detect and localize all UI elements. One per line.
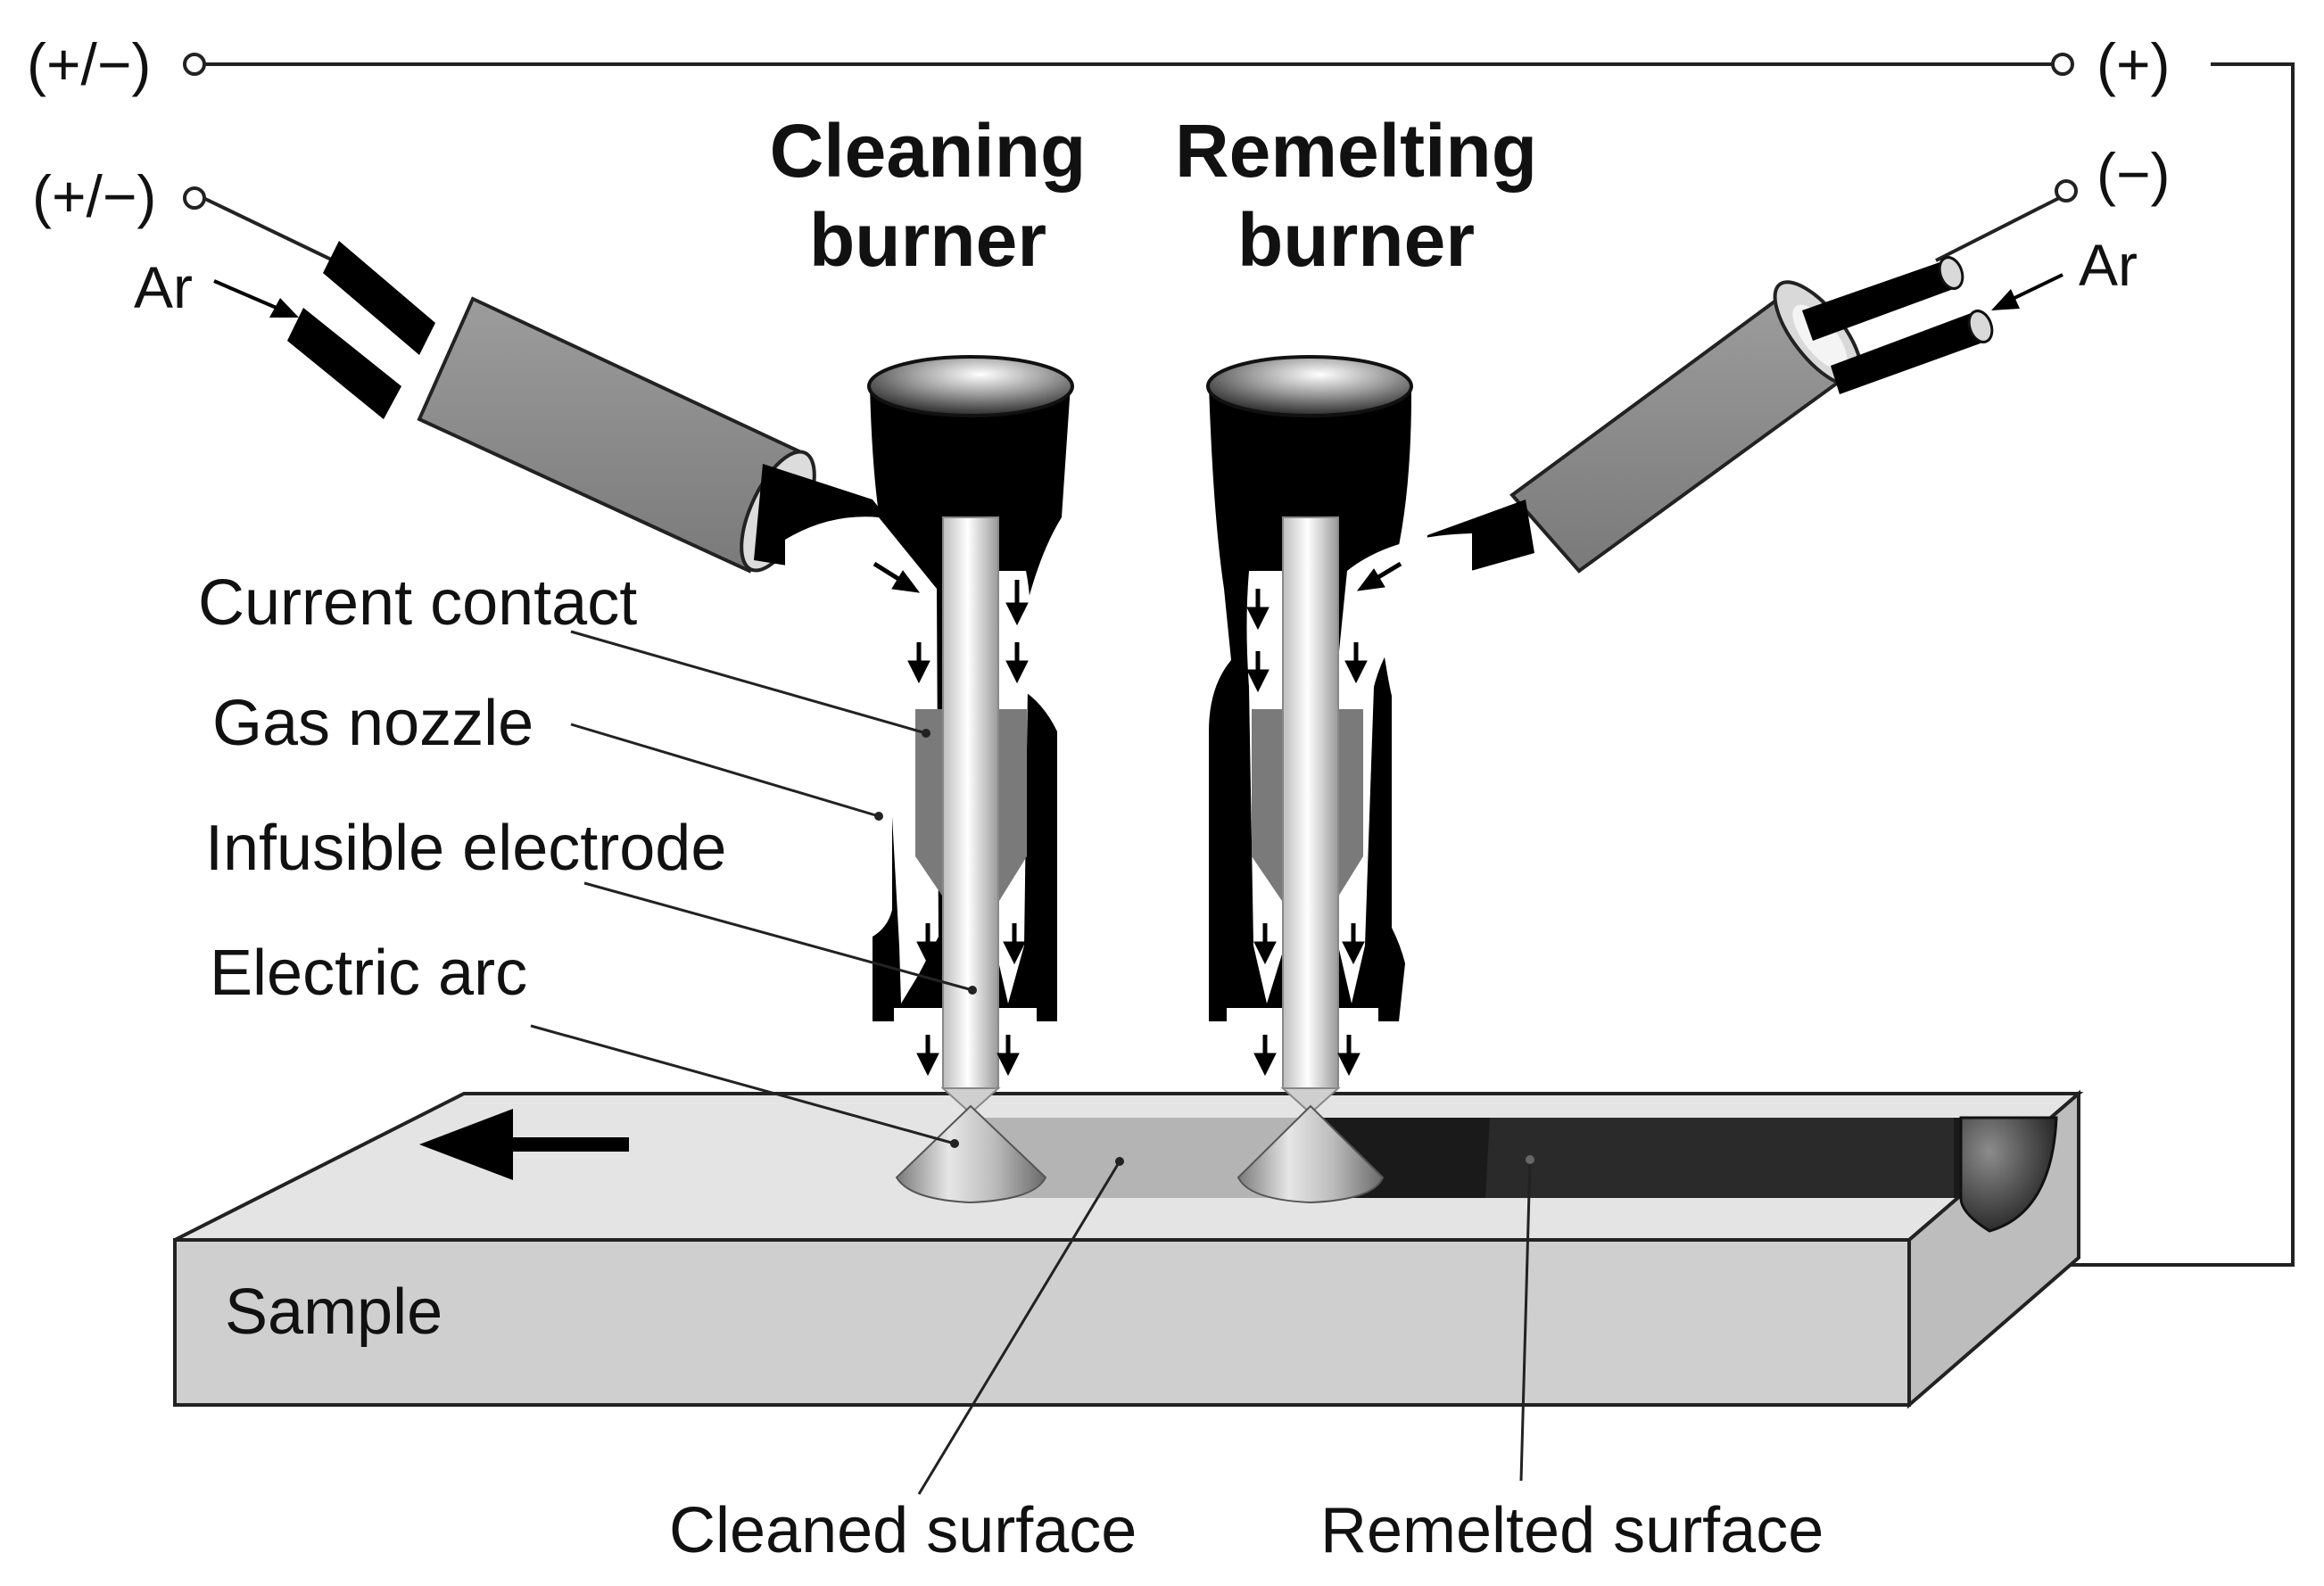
gas-flow-arrow-icon bbox=[907, 642, 930, 684]
remelting-burner-title-line1: Remelting bbox=[1175, 109, 1537, 193]
terminal-mid-left-icon bbox=[183, 186, 206, 210]
sample-front-face bbox=[173, 1238, 1911, 1407]
gas-flow-arrow-icon bbox=[1246, 651, 1270, 693]
argon-arrow-left-icon bbox=[213, 279, 299, 318]
terminal-mid-right-icon bbox=[2055, 179, 2078, 202]
cleaning-burner-title-line2: burner bbox=[809, 198, 1046, 282]
gas-flow-arrow-icon bbox=[1356, 561, 1402, 591]
terminal-mid-left-label: (+/−) bbox=[32, 163, 156, 229]
remelted-surface-label: Remelted surface bbox=[1320, 1495, 1824, 1566]
terminal-circles bbox=[183, 53, 2078, 210]
infusible-electrode-label: Infusible electrode bbox=[205, 813, 726, 884]
remelting-electrode bbox=[1282, 516, 1339, 1089]
gas-flow-arrow-icon bbox=[1246, 589, 1270, 631]
cleaning-electric-arc bbox=[895, 1104, 1047, 1204]
current-contact-label: Current contact bbox=[198, 567, 637, 639]
cleaning-electrode bbox=[942, 516, 999, 1089]
gas-flow-arrow-icon bbox=[1342, 923, 1365, 965]
gas-flow-arrow-icon bbox=[873, 561, 921, 593]
gas-flow-arrow-icon bbox=[1337, 1035, 1360, 1077]
terminal-top-right-label: (+) bbox=[2097, 31, 2171, 97]
argon-arrow-right-icon bbox=[1991, 273, 2063, 310]
remelting-burner bbox=[1206, 355, 1472, 1204]
gas-flow-arrow-icon bbox=[1005, 580, 1029, 626]
gas-flow-arrow-icon bbox=[916, 923, 939, 965]
gas-flow-arrow-icon bbox=[1253, 923, 1277, 965]
terminal-top-left-icon bbox=[183, 53, 206, 76]
terminal-top-left-label: (+/−) bbox=[27, 31, 151, 97]
terminal-top-right-icon bbox=[2051, 53, 2074, 76]
argon-left-label: Ar bbox=[134, 254, 193, 320]
gas-flow-arrow-icon bbox=[1253, 1035, 1277, 1077]
circuit-wires bbox=[198, 62, 2295, 1267]
gas-flow-arrow-icon bbox=[1344, 642, 1368, 684]
cleaned-surface-label: Cleaned surface bbox=[669, 1495, 1137, 1566]
sample-block bbox=[173, 1089, 2084, 1409]
argon-input-arrows bbox=[213, 273, 2063, 318]
sample-label: Sample bbox=[225, 1276, 442, 1348]
gas-nozzle-label: Gas nozzle bbox=[212, 688, 533, 759]
gas-flow-arrow-icon bbox=[1003, 923, 1026, 965]
travel-direction-arrow-icon bbox=[419, 1109, 629, 1180]
remelting-burner-cup bbox=[1206, 355, 1413, 417]
right-cable bbox=[1423, 256, 1994, 584]
gas-flow-arrow-icon bbox=[1005, 642, 1029, 684]
electric-arc-label: Electric arc bbox=[210, 938, 527, 1009]
gas-flow-arrows bbox=[873, 561, 1402, 1077]
cleaning-burner-title-line1: Cleaning bbox=[770, 109, 1087, 193]
terminal-mid-right-label: (−) bbox=[2097, 141, 2171, 207]
remelting-burner-title-line2: burner bbox=[1237, 198, 1475, 282]
cleaning-burner-cup bbox=[867, 355, 1074, 417]
cleaning-burner bbox=[785, 355, 1074, 1204]
argon-right-label: Ar bbox=[2079, 232, 2138, 298]
weld-groove bbox=[1959, 1116, 2058, 1233]
leader-lines bbox=[530, 630, 1534, 1495]
remelting-electric-arc bbox=[1236, 1104, 1385, 1204]
gas-flow-arrow-icon bbox=[916, 1035, 939, 1077]
gas-flow-arrow-icon bbox=[997, 1035, 1020, 1077]
